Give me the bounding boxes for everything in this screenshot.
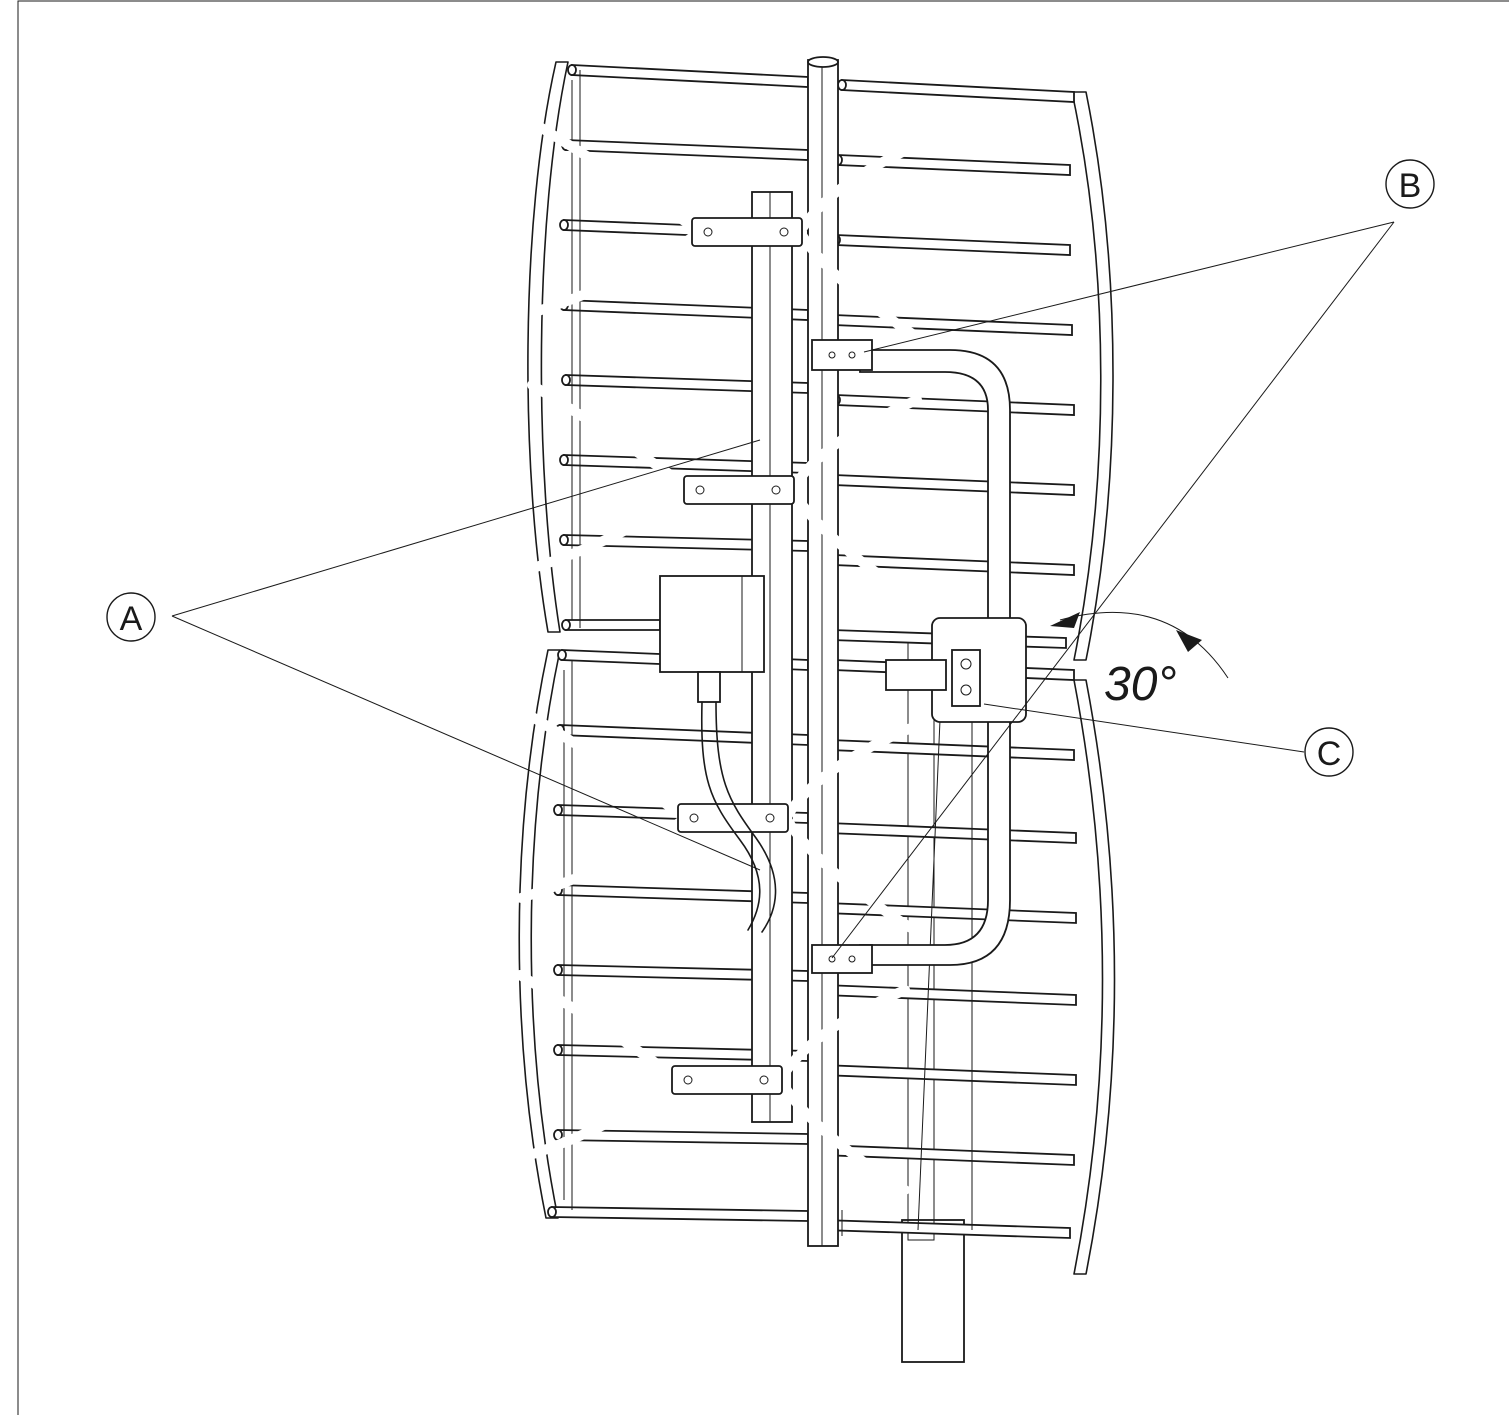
reflector-struts [841,719,973,1236]
reflector-rod [837,79,1075,103]
bowtie-element [530,122,930,347]
coax-cable [700,701,777,933]
reflector-rod [829,474,1075,496]
reflector-rod [817,1064,1077,1086]
mast-clamp [885,617,1027,723]
leader-lines [171,221,1395,959]
mounting-mast [901,639,965,1363]
reflector-rod [821,902,1077,924]
reflector-rod [831,234,1071,256]
rotation-angle-indicator: 30° [1050,611,1229,711]
main-boom [807,56,839,1247]
reflector-rod [567,64,809,88]
reflector-rod [547,1206,809,1222]
reflector-rod [829,314,1073,336]
bowtie-element [516,708,916,933]
bowtie-element [510,970,910,1195]
bowtie-elements [510,122,930,1195]
reflector-rod [819,984,1077,1006]
callout-a: A [106,592,156,642]
reflector-rod [561,139,809,161]
callout-b-label: B [1399,167,1422,205]
page-frame [17,0,1509,1415]
callout-b: B [1385,159,1435,209]
reflector-rod [823,822,1077,844]
reflector-rod [831,394,1075,416]
callout-c-label: C [1317,735,1342,773]
callout-c: C [1304,727,1354,777]
balun-box [659,575,765,703]
bowtie-element [522,380,922,605]
callout-a-label: A [120,600,143,638]
angle-label: 30° [1104,658,1177,711]
reflector-rod [561,619,661,631]
mounting-arm [811,339,1011,974]
